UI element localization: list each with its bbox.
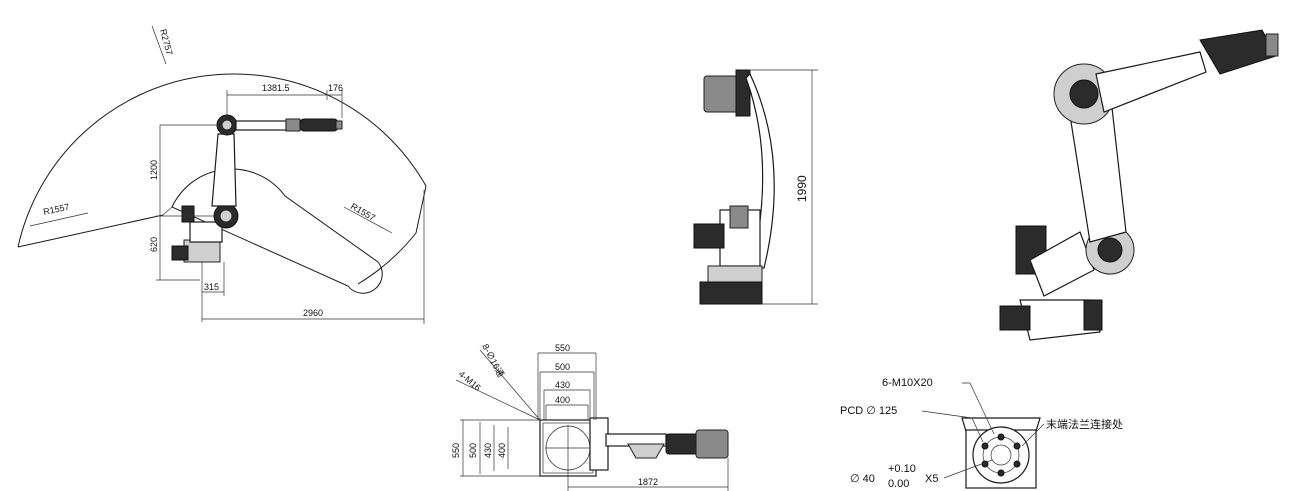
isometric-view	[999, 29, 1279, 341]
radius-label-outer: R2757	[158, 28, 175, 56]
label-threads: 4-M16	[457, 369, 483, 393]
inner-reach-envelope	[171, 168, 383, 294]
dim-550-top: 550	[555, 343, 570, 353]
dim-500-top: 500	[555, 362, 570, 372]
dim-wrist-label: 176	[328, 83, 343, 93]
side-view: 1990	[693, 69, 818, 305]
dim-height-base-label: 620	[149, 237, 159, 252]
dim-offset-label: 315	[204, 282, 219, 292]
dim-height-upper-label: 1200	[149, 160, 159, 180]
dim-length-label: 1872	[638, 477, 658, 487]
robot-reach-view	[171, 114, 343, 263]
dim-height-side-label: 1990	[795, 175, 809, 202]
label-depth: X5	[925, 473, 938, 485]
dim-430-left: 430	[483, 443, 493, 458]
radius-label-inner-left: R1557	[42, 202, 70, 217]
dim-550-left: 550	[451, 443, 461, 458]
flange-outer-circle	[972, 426, 1030, 484]
label-tol-upper: +0.10	[888, 463, 916, 475]
label-pcd: PCD ∅ 125	[840, 405, 897, 417]
dim-430-top: 430	[555, 380, 570, 390]
dim-400-left: 400	[497, 443, 507, 458]
label-tol-lower: 0.00	[888, 478, 909, 490]
label-end-flange: 末端法兰连接处	[1046, 417, 1123, 431]
label-bolts: 6-M10X20	[882, 377, 933, 389]
reach-view: R2757 R1557 R1557	[17, 25, 427, 324]
label-dia-prefix: ∅ 40	[850, 473, 875, 485]
label-holes: 8-∅16通	[480, 342, 506, 378]
dim-arm-label: 1381.5	[262, 83, 290, 93]
base-view: 550 500 430 400 550 500 430 400	[451, 342, 729, 491]
flange-view: 6-M10X20 PCD ∅ 125 末端法兰连接处 ∅ 40 +0.10 0.…	[840, 377, 1123, 490]
dim-500-left: 500	[468, 443, 478, 458]
robot-isometric	[999, 29, 1279, 341]
dim-reach-label: 2960	[303, 308, 323, 318]
outer-reach-envelope	[17, 73, 427, 285]
inner-hatch-line	[162, 206, 173, 216]
outer-reach-closing	[17, 214, 164, 248]
dim-400-top: 400	[555, 395, 570, 405]
robot-side-view	[693, 69, 775, 305]
